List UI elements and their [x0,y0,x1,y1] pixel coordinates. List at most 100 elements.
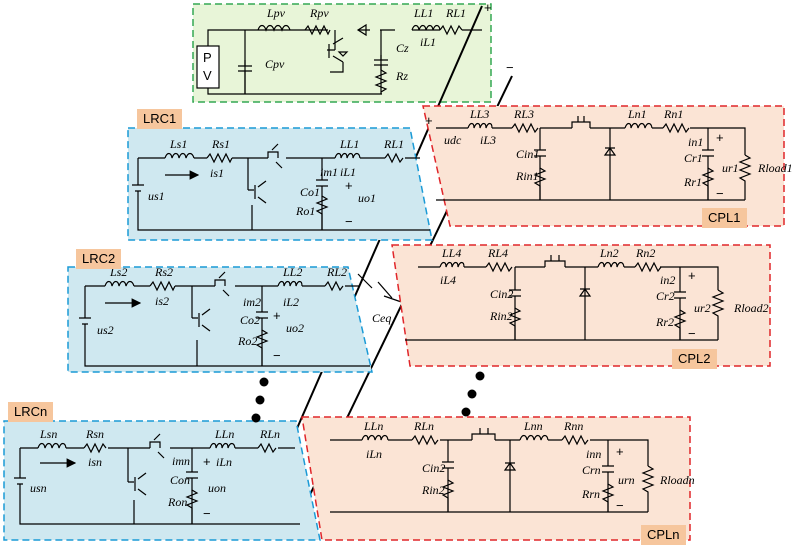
lrc1-resistor [206,152,233,164]
lrc1-uo: uo1 [358,191,376,205]
lrc2-R: Rs2 [154,265,173,279]
cpl2-wiring [405,266,725,341]
lrc2-RL: RL2 [326,265,347,279]
lrcn-uo: uon [208,481,226,495]
cpln-diode [503,461,517,471]
cpl1-box [422,105,785,227]
lrc2-out-resistor [324,280,344,292]
lrc2-im: im2 [243,295,261,309]
lrc1-tag: LRC1 [137,109,183,129]
lrcn-out-inductor [209,442,236,449]
cpl2-Lin: LL4 [441,246,461,260]
cpl1-Ln: Ln1 [627,107,647,121]
lrcn-R: Rsn [85,427,104,441]
lrc1-switch-bottom [248,180,267,204]
pv-Rz: Rz [395,69,408,83]
cpl2-Ln: Ln2 [599,246,619,260]
bus-plus: + [484,0,492,15]
lrc1-R: Rs1 [211,137,230,151]
cpln-switch [471,428,496,440]
cpl1-Cr: Cr1 [684,151,703,165]
lrcn-L: Lsn [39,427,57,441]
lrc1-inductor [164,152,195,159]
cpl1-out-resistor [662,122,690,134]
lrcn-resistor [83,442,107,454]
pv-C: Cpv [265,57,285,71]
lrcn-tag: LRCn [8,402,54,422]
pv-diode [356,23,367,37]
lrc2-switch-bottom [192,308,211,332]
cpl2-in-resistor [485,261,513,273]
cpl2-Rload: Rload2 [733,301,769,315]
lrcn-Co: Con [170,473,190,487]
cpl1-udc: udc [444,133,462,147]
pv-inductor [257,24,291,32]
lrc2-inductor [104,280,135,287]
cpln-tag: CPLn [641,525,686,545]
lrc2-u: us2 [97,323,114,337]
cpln-Rr: Rrn [581,487,600,501]
lrc2-switch-top [214,271,230,297]
lrcn-iL: iLn [216,455,232,469]
cpl1-in-inductor [467,122,493,129]
cpln-in: inn [586,447,601,461]
pv-L: Lpv [266,6,286,20]
cpln-Rinx: Rin2 [421,483,445,497]
cpl2-Cr: Cr2 [656,289,675,303]
cpl1-Cin: Cin1 [516,147,539,161]
lrcn-u: usn [30,481,47,495]
lrc2-plus: + [273,308,281,323]
lrc2-tag: LRC2 [76,249,122,269]
cpl1-diode [603,146,617,156]
cpl2-diode [578,287,592,297]
cpln-Lin: LLn [363,419,383,433]
lrc1-out-inductor [334,152,361,159]
pv-Cz: Cz [396,41,409,55]
ellipsis-dots-left [251,377,269,423]
lrc1-L: Ls1 [169,137,187,151]
lrc1-plus: + [345,178,353,193]
pv-resistor [304,24,331,36]
lrc2-wiring [79,285,370,367]
cpln-ur: urn [618,473,635,487]
cpl1-plus: + [425,113,433,128]
cpl2-minus: − [688,326,696,341]
lrcn-LL: LLn [214,427,234,441]
cpl2-iin: iL4 [440,273,456,287]
ceq-label: Ceq [372,311,391,325]
cpl1-in: in1 [688,135,703,149]
cpl1-wiring [436,127,752,201]
cpl1-Rr: Rr1 [683,175,702,189]
cpln-minus: − [616,498,624,513]
lrc1-box [127,127,433,241]
cpln-in-resistor [411,434,439,446]
cpl2-in: in2 [660,273,675,287]
lrc2-box [67,266,373,373]
pv-R: Rpv [309,6,329,20]
cpl1-Rload: Rload1 [757,161,793,175]
cpl1-plus2: + [716,130,724,145]
lrc2-LL: LL2 [282,265,302,279]
cpln-Cr: Crn [582,463,601,477]
cpl1-minus2: − [716,186,724,201]
cpl1-in-resistor [511,122,539,134]
cpl1-switch [571,116,591,128]
lrc1-Ro: Ro1 [295,204,315,218]
pv-out-inductor [411,24,441,31]
lrcn-out-resistor [257,442,277,454]
cpl1-tag: CPL1 [702,208,747,228]
cpl2-Rinx: Rin2 [489,309,513,323]
cpl1-ur: ur1 [722,161,739,175]
lrc1-Co: Co1 [300,185,320,199]
lrc1-i: is1 [210,166,224,180]
lrcn-minus: − [203,506,211,521]
cpln-out-resistor [561,434,589,446]
lrc1-wiring [132,157,430,231]
lrcn-plus: + [203,454,211,469]
cpln-Rin: RLn [413,419,434,433]
lrc1-RL: RL1 [383,137,404,151]
cpl2-Cin: Cin2 [490,287,513,301]
pv-L1: LL1 [413,6,433,20]
lrc1-LL: LL1 [339,137,359,151]
